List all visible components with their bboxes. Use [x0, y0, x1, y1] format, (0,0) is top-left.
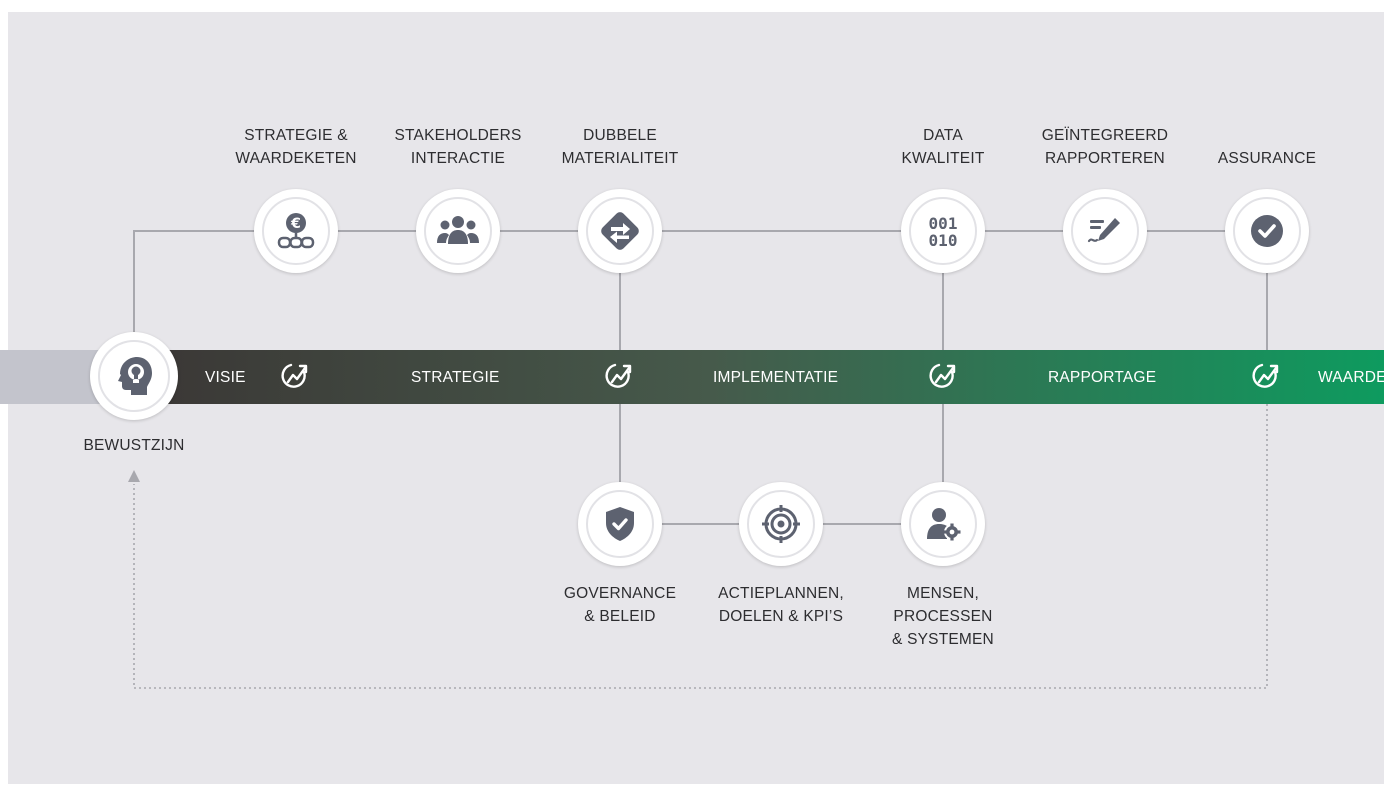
node-governance-beleid — [578, 482, 662, 566]
label-line: DOELEN & KPI’S — [718, 608, 844, 625]
check-circle-icon — [1251, 215, 1283, 247]
label-line: MENSEN, — [906, 585, 980, 602]
signature-pen-icon — [1087, 218, 1120, 243]
label-line: INTERACTIE — [410, 150, 506, 167]
label-line: DUBBELE — [583, 127, 657, 144]
label-line: & SYSTEMEN — [892, 631, 994, 648]
label-line: MATERIALITEIT — [561, 150, 679, 167]
growth-circle-icon — [929, 363, 956, 388]
exchange-arrows-icon — [601, 212, 639, 250]
label-data-kwaliteit: DATA KWALITEIT — [901, 124, 984, 170]
head-lightbulb-icon — [118, 357, 152, 395]
node-bewustzijn — [90, 332, 178, 420]
feedback-loop-dotted — [133, 404, 1268, 689]
label-bewustzijn: BEWUSTZIJN — [83, 437, 185, 454]
user-gear-icon — [927, 508, 961, 541]
node-dubbele-materialiteit — [578, 189, 662, 273]
target-icon — [762, 505, 800, 543]
label-line: RAPPORTEREN — [1045, 150, 1165, 167]
band-stage-waarde: WAARDE — [1318, 369, 1384, 386]
label-line: GOVERNANCE — [563, 585, 677, 602]
band-stage-strategie: STRATEGIE — [411, 369, 500, 386]
node-data-kwaliteit: 001 010 — [901, 189, 985, 273]
binary-data-icon: 001 010 — [929, 214, 958, 250]
label-dubbele-materialiteit: DUBBELE MATERIALITEIT — [562, 124, 679, 170]
label-actieplannen-doelen-kpis: ACTIEPLANNEN, DOELEN & KPI’S — [718, 582, 844, 628]
label-stakeholders-interactie: STAKEHOLDERS INTERACTIE — [394, 124, 521, 170]
label-mensen-processen-systemen: MENSEN, PROCESSEN & SYSTEMEN — [892, 582, 994, 651]
growth-circle-icon — [281, 363, 308, 388]
label-line: PROCESSEN — [893, 608, 993, 625]
label-line: DATA — [923, 127, 963, 144]
label-line: GEÏNTEGREERD — [1041, 127, 1169, 144]
band-stage-rapportage: RAPPORTAGE — [1048, 369, 1157, 386]
label-line: WAARDEKETEN — [235, 150, 357, 167]
feedback-arrowhead — [128, 470, 140, 482]
shield-check-icon — [606, 507, 634, 541]
growth-circle-icon — [605, 363, 632, 388]
svg-text:€: € — [290, 216, 301, 232]
node-strategie-waardeketen: € — [254, 189, 338, 273]
node-assurance — [1225, 189, 1309, 273]
growth-circle-icon — [1252, 363, 1279, 388]
label-geintegreerd-rapporteren: GEÏNTEGREERD RAPPORTEREN — [1042, 124, 1168, 170]
label-line: KWALITEIT — [901, 150, 985, 167]
label-line: ASSURANCE — [1217, 150, 1317, 167]
euro-chain-icon: € — [277, 213, 315, 249]
label-line: & BELEID — [584, 608, 656, 625]
node-mensen-processen-systemen — [901, 482, 985, 566]
band-stage-visie: VISIE — [205, 369, 246, 386]
label-line: STAKEHOLDERS — [394, 127, 522, 144]
node-actieplannen-doelen-kpis — [739, 482, 823, 566]
node-stakeholders-interactie — [416, 189, 500, 273]
label-line: ACTIEPLANNEN, — [718, 585, 844, 602]
connector-start-to-top — [133, 230, 1226, 338]
band-stage-implementatie: IMPLEMENTATIE — [713, 369, 839, 386]
label-strategie-waardeketen: STRATEGIE & WAARDEKETEN — [235, 124, 356, 170]
svg-text:010: 010 — [929, 231, 958, 250]
svg-text:001: 001 — [929, 214, 958, 233]
node-geintegreerd-rapporteren — [1063, 189, 1147, 273]
label-assurance: ASSURANCE — [1218, 147, 1316, 170]
label-governance-beleid: GOVERNANCE & BELEID — [564, 582, 676, 628]
band-gradient-segment — [160, 350, 1384, 404]
people-group-icon — [437, 216, 479, 244]
label-line: STRATEGIE & — [244, 127, 348, 144]
